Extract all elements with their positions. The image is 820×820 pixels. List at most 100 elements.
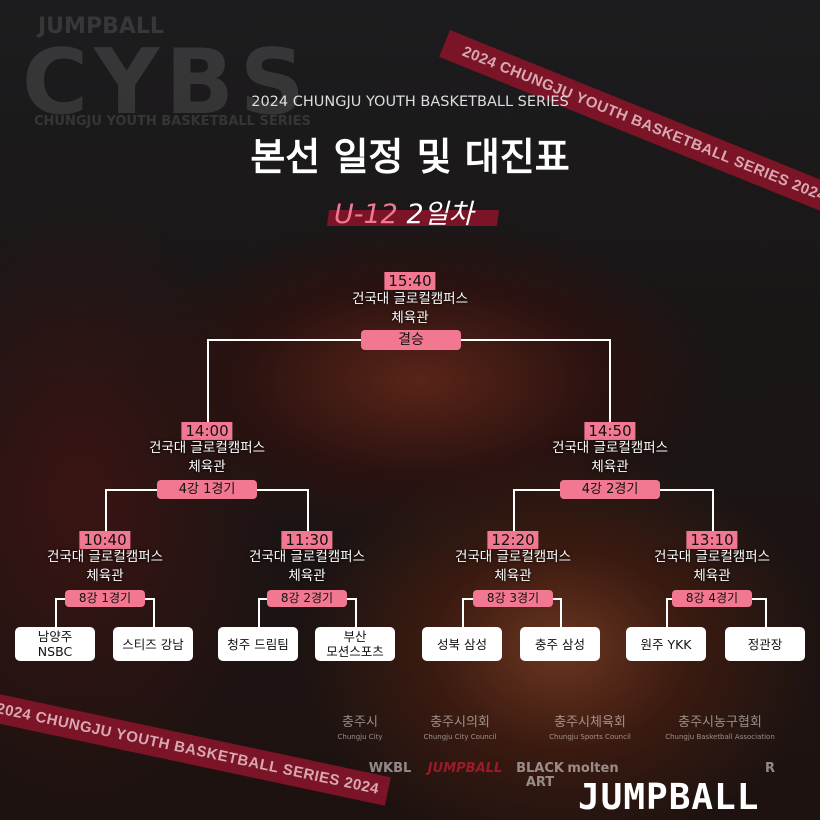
sponsor-en: Chungju City bbox=[337, 733, 383, 741]
sponsor-logo: JUMPBALL bbox=[427, 761, 503, 776]
team-box[interactable]: 청주 드림팀 bbox=[218, 627, 298, 661]
semi-time: 14:00 bbox=[181, 422, 233, 440]
team-box[interactable]: 성북 삼성 bbox=[422, 627, 502, 661]
watermark-cybs: CYBS bbox=[22, 30, 311, 135]
team-name: 원주 YKK bbox=[640, 637, 691, 652]
semi-match-label: 4강 2경기 bbox=[560, 480, 660, 499]
venue-line: 건국대 글로컬캠퍼스 bbox=[148, 440, 266, 456]
sponsor-logo: 충주시체육회 Chungju Sports Council bbox=[525, 716, 655, 744]
sponsor-logo: BLACK ART bbox=[516, 761, 564, 790]
team-name-line: NSBC bbox=[37, 644, 73, 659]
semi-right-drop bbox=[307, 489, 309, 531]
team-name: 스티즈 강남 bbox=[122, 637, 183, 652]
sponsor-name: 충주시체육회 bbox=[554, 715, 626, 730]
venue-line: 건국대 글로컬캠퍼스 bbox=[653, 549, 771, 565]
team-name: 성북 삼성 bbox=[437, 637, 487, 652]
team-name-line: 충주 삼성 bbox=[535, 636, 585, 652]
final-time: 15:40 bbox=[384, 272, 436, 290]
team-name: 정관장 bbox=[748, 637, 783, 652]
semi-right-drop bbox=[712, 489, 714, 531]
venue-line: 체육관 bbox=[391, 310, 429, 326]
quarter-match-label: 8강 1경기 bbox=[65, 590, 145, 607]
semi-left-drop bbox=[513, 489, 515, 531]
sponsor-name: 충주시농구협회 bbox=[678, 715, 762, 730]
semi-time: 14:50 bbox=[584, 422, 636, 440]
venue-line: 체육관 bbox=[86, 568, 124, 584]
venue-line: 건국대 글로컬캠퍼스 bbox=[454, 549, 572, 565]
venue-line: 체육관 bbox=[693, 568, 731, 584]
sponsor-logo: 충주시의회 Chungju City Council bbox=[395, 716, 525, 744]
quarter-right-drop bbox=[153, 598, 155, 628]
team-name-line: 부산 bbox=[343, 629, 367, 644]
final-left-drop bbox=[207, 339, 209, 423]
venue-line: 건국대 글로컬캠퍼스 bbox=[46, 549, 164, 565]
quarter-match-label: 8강 3경기 bbox=[473, 590, 553, 607]
venue-line: 건국대 글로컬캠퍼스 bbox=[351, 291, 469, 307]
sponsor-name: 충주시 bbox=[342, 715, 378, 730]
team-name-line: 청주 드림팀 bbox=[227, 636, 289, 652]
venue-line: 체육관 bbox=[288, 568, 326, 584]
quarter-left-drop bbox=[258, 598, 260, 628]
sponsor-logo: 충주시 Chungju City bbox=[295, 716, 425, 744]
sponsor-name: 충주시의회 bbox=[430, 715, 490, 730]
quarter-match-label: 8강 4경기 bbox=[672, 590, 752, 607]
subtitle: 2024 CHUNGJU YOUTH BASKETBALL SERIES bbox=[251, 94, 569, 110]
semi-match-label: 4강 1경기 bbox=[157, 480, 257, 499]
venue-line: 건국대 글로컬캠퍼스 bbox=[248, 549, 366, 565]
quarter-left-drop bbox=[666, 598, 668, 628]
page-title: 본선 일정 및 대진표 bbox=[250, 135, 570, 179]
venue-line: 체육관 bbox=[188, 459, 226, 475]
semi-left-drop bbox=[105, 489, 107, 531]
team-box[interactable]: 정관장 bbox=[725, 627, 805, 661]
team-name-line: 정관장 bbox=[747, 636, 783, 652]
quarter-right-drop bbox=[765, 598, 767, 628]
quarter-right-drop bbox=[355, 598, 357, 628]
sponsor-en: Chungju Sports Council bbox=[549, 733, 631, 741]
team-box[interactable]: 스티즈 강남 bbox=[113, 627, 193, 661]
jumpball-footer-logo: JUMPBALL bbox=[578, 777, 760, 818]
team-name: 청주 드림팀 bbox=[227, 637, 288, 652]
team-name-line: 원주 YKK bbox=[640, 636, 692, 652]
team-name: 충주 삼성 bbox=[535, 637, 585, 652]
quarter-time: 13:10 bbox=[686, 531, 738, 549]
team-box[interactable]: 원주 YKK bbox=[626, 627, 706, 661]
quarter-right-drop bbox=[560, 598, 562, 628]
team-box[interactable]: 충주 삼성 bbox=[520, 627, 600, 661]
quarter-time: 10:40 bbox=[79, 531, 131, 549]
team-name-line: 남양주 bbox=[37, 629, 73, 644]
day: 2일차 bbox=[406, 199, 474, 230]
sponsor-logo: R bbox=[764, 761, 775, 776]
sponsor-logo: 충주시농구협회 Chungju Basketball Association bbox=[655, 716, 785, 744]
quarter-time: 11:30 bbox=[281, 531, 333, 549]
team-name-line: 성북 삼성 bbox=[437, 636, 487, 652]
sponsor-en: Chungju City Council bbox=[423, 733, 497, 741]
sponsor-logo: molten bbox=[567, 761, 619, 776]
venue-line: 체육관 bbox=[494, 568, 532, 584]
sponsor-logo: WKBL bbox=[368, 761, 412, 776]
final-right-drop bbox=[609, 339, 611, 423]
watermark-jumpball: JUMPBALL bbox=[38, 14, 164, 39]
division: U-12 bbox=[334, 199, 398, 230]
quarter-left-drop bbox=[55, 598, 57, 628]
final-match-label: 결승 bbox=[361, 330, 461, 350]
banner-bottom: 2024 CHUNGJU YOUTH BASKETBALL SERIES 202… bbox=[0, 690, 391, 806]
venue-line: 체육관 bbox=[591, 459, 629, 475]
division-label: U-12 2일차 bbox=[334, 192, 473, 231]
team-name-line: 모션스포츠 bbox=[326, 644, 384, 659]
venue-line: 건국대 글로컬캠퍼스 bbox=[551, 440, 669, 456]
quarter-left-drop bbox=[462, 598, 464, 628]
quarter-time: 12:20 bbox=[487, 531, 539, 549]
quarter-match-label: 8강 2경기 bbox=[267, 590, 347, 607]
watermark-sub: CHUNGJU YOUTH BASKETBALL SERIES bbox=[34, 114, 311, 129]
sponsor-en: Chungju Basketball Association bbox=[665, 733, 775, 741]
